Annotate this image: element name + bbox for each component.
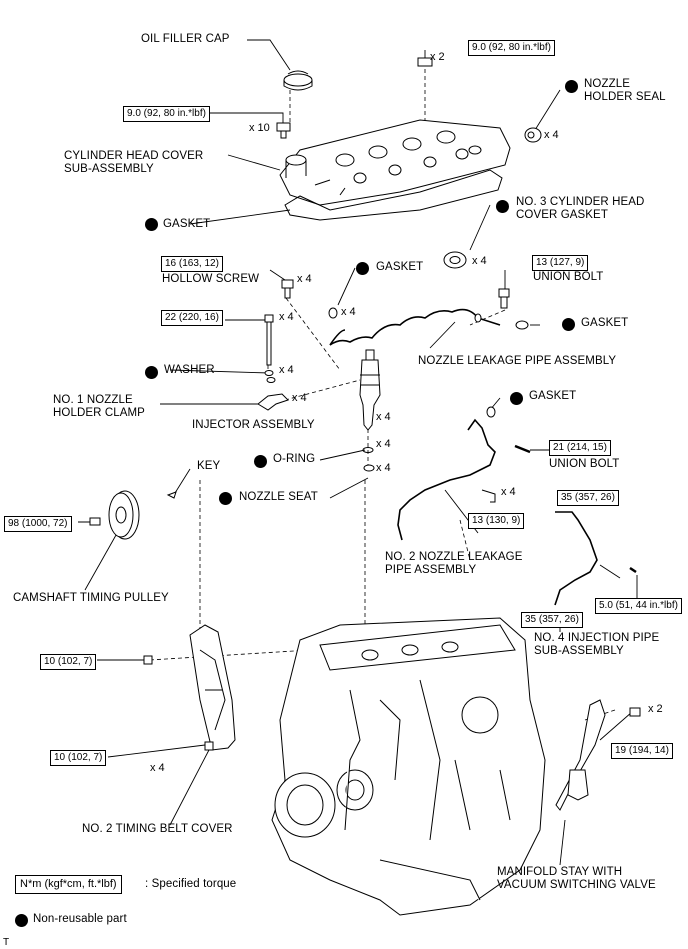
nozzle-seat-shape [363, 464, 375, 472]
qty-hollow: x 4 [297, 273, 312, 285]
torque-box-hollow-screw: 16 (163, 12) [161, 256, 223, 272]
qty-gasket-mid: x 4 [341, 306, 356, 318]
qty-head-bolt: x 10 [249, 122, 270, 134]
qty-no3-gasket: x 4 [472, 255, 487, 267]
corner-mark: T [3, 937, 10, 948]
label-washer: WASHER [164, 364, 215, 376]
torque-box-head-bolt: 9.0 (92, 80 in.*lbf) [123, 106, 210, 122]
o-ring-shape [362, 447, 374, 453]
qty-washer: x 4 [279, 364, 294, 376]
label-gasket-cover: GASKET [163, 218, 211, 230]
non-reusable-marker-o-ring [254, 455, 267, 468]
oil-filler-cap-shape [283, 70, 313, 91]
label-no2-leakage-pipe: NO. 2 NOZZLE LEAKAGE [385, 551, 523, 563]
washer-shape [266, 377, 276, 383]
non-reusable-marker-seal [565, 80, 578, 93]
label-camshaft-pulley: CAMSHAFT TIMING PULLEY [13, 592, 169, 604]
qty-13-130: x 4 [501, 486, 516, 498]
label-no3-gasket: NO. 3 CYLINDER HEAD [516, 196, 645, 208]
qty-22: x 4 [279, 311, 294, 323]
label-union-bolt-top: UNION BOLT [533, 271, 604, 283]
label-key: KEY [197, 460, 221, 472]
cover-gasket-shape [284, 169, 503, 221]
torque-box-13-130: 13 (130, 9) [468, 513, 525, 529]
qty-cover-bolt: x 2 [430, 51, 445, 63]
torque-box-cover-bolt: 9.0 (92, 80 in.*lbf) [468, 40, 555, 56]
torque-box-pulley: 98 (1000, 72) [4, 516, 72, 532]
qty-seal: x 4 [544, 129, 559, 141]
label-union-bolt-lower: UNION BOLT [549, 458, 620, 470]
label-manifold-stay-2: VACUUM SWITCHING VALVE [497, 879, 656, 891]
label-no2-timing-belt-cover: NO. 2 TIMING BELT COVER [82, 823, 233, 835]
label-gasket-right: GASKET [581, 317, 629, 329]
label-injector-assembly: INJECTOR ASSEMBLY [192, 419, 315, 431]
label-cylinder-head-cover: CYLINDER HEAD COVER [64, 150, 204, 162]
legend-non-reusable-marker [15, 914, 28, 927]
nozzle-holder-seal-shape [524, 127, 542, 143]
label-manifold-stay: MANIFOLD STAY WITH [497, 866, 623, 878]
union-bolt-top-shape [498, 288, 510, 309]
long-bolt-shape [264, 314, 274, 376]
label-nozzle-seat: NOZZLE SEAT [239, 491, 318, 503]
non-reusable-marker-no3-gasket [496, 200, 509, 213]
nozzle-leakage-pipe-shape [328, 307, 529, 346]
label-nozzle-holder-seal-2: HOLDER SEAL [584, 91, 666, 103]
label-no2-leakage-pipe-2: PIPE ASSEMBLY [385, 564, 477, 576]
no4-injection-pipe-shape [554, 511, 637, 606]
legend-torque-desc: : Specified torque [145, 878, 237, 890]
label-no4-pipe-2: SUB-ASSEMBLY [534, 645, 624, 657]
label-gasket-mid: GASKET [376, 261, 424, 273]
hollow-screw-shape [281, 279, 294, 299]
injector-shape [359, 349, 381, 431]
label-nozzle-holder-seal: NOZZLE [584, 78, 630, 90]
leader-lines [78, 39, 638, 866]
camshaft-pulley-shape [89, 490, 177, 540]
cylinder-head-cover-shape [279, 119, 511, 206]
no3-gasket-shape [443, 251, 467, 269]
label-hollow-screw: HOLLOW SCREW [162, 273, 260, 285]
label-no1-clamp-2: HOLDER CLAMP [53, 407, 145, 419]
qty-clamp: x 4 [292, 392, 307, 404]
label-no3-gasket-2: COVER GASKET [516, 209, 608, 221]
torque-box-union-bolt-top: 13 (127, 9) [532, 255, 589, 271]
manifold-stay-shape [555, 699, 641, 811]
label-no1-clamp: NO. 1 NOZZLE [53, 394, 133, 406]
qty-seat: x 4 [376, 462, 391, 474]
non-reusable-marker-gasket-right [562, 318, 575, 331]
qty-oring: x 4 [376, 438, 391, 450]
legend-non-reusable-text: Non-reusable part [33, 913, 127, 925]
label-no4-pipe: NO. 4 INJECTION PIPE [534, 632, 660, 644]
qty-manifold: x 2 [648, 703, 663, 715]
torque-box-cover-lower: 10 (102, 7) [50, 750, 107, 766]
torque-box-5: 5.0 (51, 44 in.*lbf) [595, 598, 682, 614]
torque-box-no4-bottom: 35 (357, 26) [521, 612, 583, 628]
label-oil-filler-cap: OIL FILLER CAP [141, 33, 230, 45]
qty-cover-lower: x 4 [150, 762, 165, 774]
cover-bolt-shape [276, 57, 433, 139]
torque-box-cover-upper: 10 (102, 7) [40, 654, 97, 670]
non-reusable-marker-nozzle-seat [219, 492, 232, 505]
label-o-ring: O-RING [273, 453, 316, 465]
alignment-lines [149, 62, 616, 721]
torque-box-union-bolt-lower: 21 (214, 15) [549, 440, 611, 456]
label-nozzle-leakage-pipe: NOZZLE LEAKAGE PIPE ASSEMBLY [418, 355, 617, 367]
clamp-shape [257, 393, 289, 411]
label-gasket-lower: GASKET [529, 390, 577, 402]
non-reusable-marker-washer [145, 366, 158, 379]
qty-injector: x 4 [376, 411, 391, 423]
torque-box-22: 22 (220, 16) [161, 310, 223, 326]
label-cylinder-head-cover-2: SUB-ASSEMBLY [64, 163, 154, 175]
non-reusable-marker-cover-gasket [145, 218, 158, 231]
no2-leakage-pipe-shape [397, 406, 531, 541]
torque-box-no4-top: 35 (357, 26) [557, 490, 619, 506]
legend-torque-box: N*m (kgf*cm, ft.*lbf) [15, 875, 122, 894]
engine-block-shape [271, 617, 546, 916]
timing-belt-cover-shape [143, 624, 236, 751]
torque-box-manifold: 19 (194, 14) [611, 743, 673, 759]
non-reusable-marker-gasket-mid [356, 262, 369, 275]
non-reusable-marker-gasket-lower [510, 392, 523, 405]
